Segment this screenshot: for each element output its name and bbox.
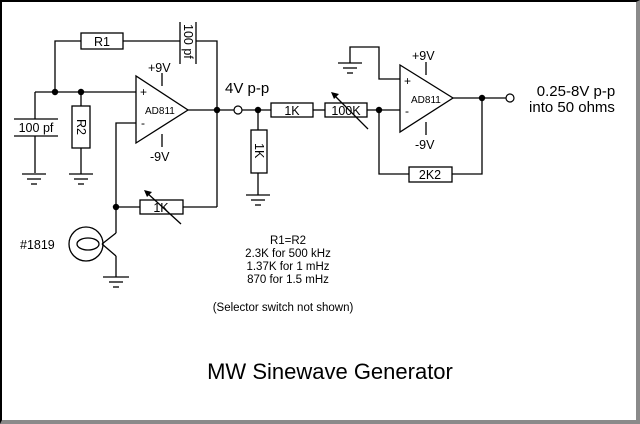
opamp-1-plus: + xyxy=(140,85,147,99)
junction-dot xyxy=(77,88,85,96)
opamp-2: + - AD811 +9V -9V xyxy=(399,49,455,152)
ground-icon xyxy=(69,173,93,185)
opamp-1-label: AD811 xyxy=(145,106,175,117)
r1-label: R1 xyxy=(94,35,110,49)
feedback-resistor-label: 2K2 xyxy=(419,168,441,182)
junction-dot xyxy=(375,106,383,114)
opamp-2-plus-supply: +9V xyxy=(412,49,435,63)
stage1-output-terminal xyxy=(233,105,243,115)
opamp-1-plus-supply: +9V xyxy=(148,61,171,75)
note-line: 1.37K for 1 mHz xyxy=(246,261,329,273)
output-label-line1: 0.25-8V p-p xyxy=(537,83,615,100)
junction-dot xyxy=(254,106,262,114)
output-label-line2: into 50 ohms xyxy=(529,99,615,116)
shunt-capacitor: 100 pf xyxy=(14,118,58,137)
r2-label: R2 xyxy=(74,119,88,135)
junction-dot xyxy=(51,88,59,96)
output-terminal xyxy=(505,93,515,103)
opamp-1-minus: - xyxy=(141,116,145,130)
stage1-output-label: 4V p-p xyxy=(225,80,269,97)
series-resistor-1k: 1K xyxy=(270,102,314,118)
shunt-resistor-1k: 1K xyxy=(250,129,268,174)
junction-dot xyxy=(213,106,221,114)
attenuator-wiring xyxy=(242,109,400,195)
lamp-1819: #1819 xyxy=(20,226,104,262)
ground-icon xyxy=(246,194,270,206)
footnote: (Selector switch not shown) xyxy=(213,302,354,314)
diagram-title: MW Sinewave Generator xyxy=(207,359,453,384)
opamp-2-label: AD811 xyxy=(411,95,441,106)
lamp-label: #1819 xyxy=(20,238,55,252)
pot-100k-label: 100K xyxy=(331,104,361,118)
series-capacitor: 100 pf xyxy=(179,22,197,64)
feedback-resistor-2k2: 2K2 xyxy=(408,166,453,183)
ground-icon xyxy=(103,276,129,288)
r1-resistor: R1 xyxy=(80,32,124,50)
junction-dot xyxy=(478,94,486,102)
ground-icon xyxy=(338,62,362,74)
opamp-2-plus: + xyxy=(404,74,411,88)
pot-1k-arrow-icon xyxy=(144,190,152,197)
r2-resistor: R2 xyxy=(71,105,91,149)
series-resistor-label: 1K xyxy=(284,104,300,118)
opamp-1-minus-supply: -9V xyxy=(150,150,170,164)
stage1-wiring xyxy=(34,40,234,277)
pot-100k-arrow-icon xyxy=(331,92,339,99)
opamp-1: + - AD811 +9V -9V xyxy=(135,61,190,164)
opamp-2-minus: - xyxy=(405,104,409,118)
component-notes: R1=R2 2.3K for 500 kHz 1.37K for 1 mHz 8… xyxy=(213,235,354,314)
shunt-capacitor-label: 100 pf xyxy=(19,121,54,135)
opamp-2-minus-supply: -9V xyxy=(415,138,435,152)
note-line: 870 for 1.5 mHz xyxy=(247,274,329,286)
junction-dot xyxy=(112,203,120,211)
pot-1k-label: 1K xyxy=(153,201,169,215)
note-line: R1=R2 xyxy=(270,235,306,247)
ground-icon xyxy=(22,173,46,185)
shunt-resistor-label: 1K xyxy=(252,143,266,159)
pot-1k: 1K xyxy=(139,190,184,225)
note-line: 2.3K for 500 kHz xyxy=(245,248,331,260)
pot-100k: 100K xyxy=(324,92,369,130)
series-capacitor-label: 100 pf xyxy=(181,24,195,59)
